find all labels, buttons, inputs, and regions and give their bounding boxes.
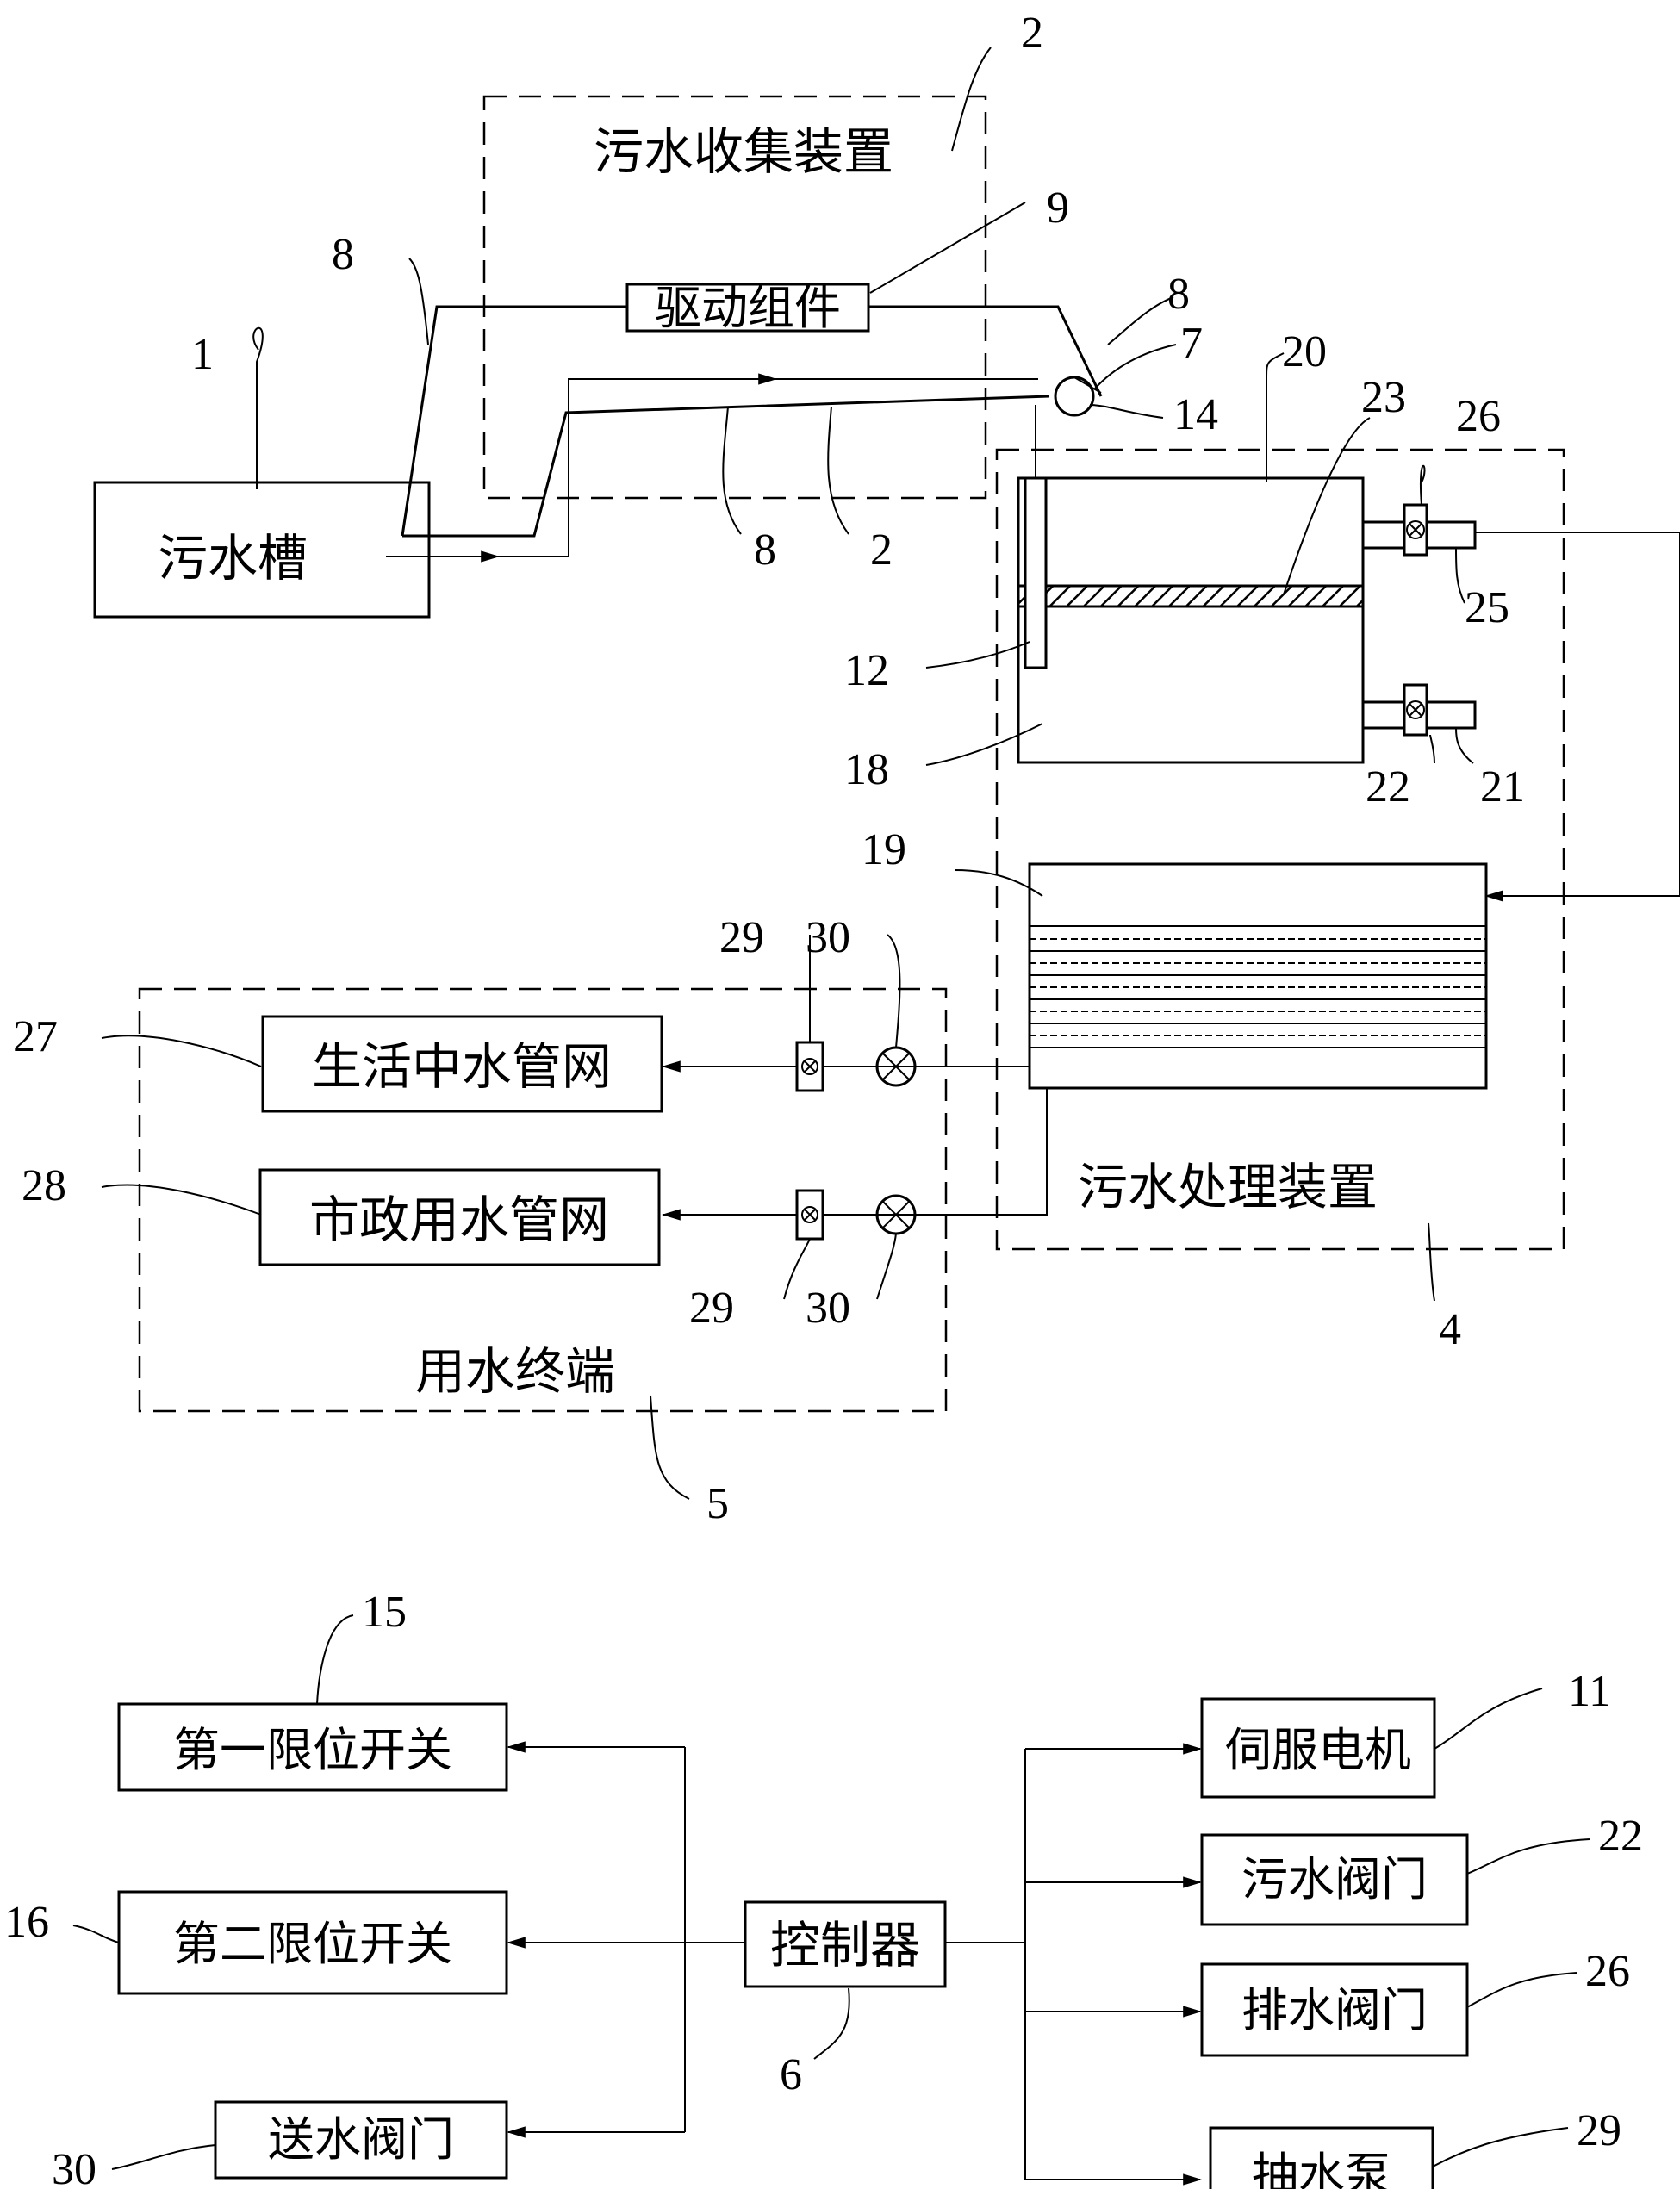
pump-ref: 29	[1577, 2106, 1621, 2155]
collection-device-label: 污水收集装置	[594, 122, 893, 181]
supply-valve-label: 送水阀门	[268, 2112, 454, 2167]
ref-18: 18	[844, 745, 889, 794]
municipal-network-label: 市政用水管网	[309, 1191, 609, 1249]
servo-motor-ref: 11	[1568, 1667, 1611, 1716]
ref-29-top: 29	[719, 913, 764, 962]
pulley-wheel	[1054, 376, 1095, 417]
ref-1: 1	[191, 330, 214, 379]
ref-23: 23	[1361, 373, 1406, 422]
ref-8-right: 8	[1167, 270, 1190, 319]
ref-2-bottom: 2	[870, 525, 893, 575]
ref-9: 9	[1047, 183, 1069, 233]
ref-21: 21	[1480, 762, 1525, 812]
domestic-network-block	[261, 1015, 663, 1113]
pulley-link	[1073, 376, 1102, 394]
ref-27: 27	[13, 1012, 58, 1061]
belt-upper-left	[401, 305, 627, 537]
municipal-supply-line	[661, 1088, 1048, 1221]
filter-media-lines	[1030, 925, 1486, 1048]
controller-ref: 6	[780, 2050, 802, 2099]
sewage-valve-label: 污水阀门	[1241, 1852, 1428, 1906]
second-limit-switch-ref: 16	[4, 1898, 49, 1947]
second-limit-switch-label: 第二限位开关	[173, 1917, 452, 1971]
municipal-network-block	[258, 1168, 661, 1266]
drain-valve-ref: 26	[1585, 1947, 1630, 1996]
return-line	[1475, 532, 1680, 897]
sewage-tank-label: 污水槽	[158, 529, 308, 588]
pump-block	[1209, 2126, 1434, 2189]
treatment-device-label: 污水处理装置	[1078, 1158, 1378, 1216]
first-limit-switch-label: 第一限位开关	[173, 1723, 452, 1777]
collection-flow-line	[498, 378, 715, 557]
water-terminal-group	[138, 987, 948, 1413]
domestic-network-label: 生活中水管网	[312, 1037, 612, 1096]
drain-valve-26-symbol	[1406, 520, 1425, 539]
ref-7: 7	[1180, 319, 1203, 368]
first-limit-switch-ref: 15	[362, 1588, 407, 1637]
inlet-pipe-12	[1024, 476, 1048, 669]
ref-19: 19	[862, 825, 906, 874]
ref-8-bottom: 8	[754, 525, 776, 575]
sewage-valve-ref: 22	[1598, 1812, 1643, 1861]
treatment-tank	[1017, 476, 1365, 764]
ref-26: 26	[1456, 392, 1501, 441]
ref-12: 12	[844, 646, 889, 695]
drive-assembly-label: 驱动组件	[655, 281, 841, 335]
ref-30-bottom: 30	[806, 1284, 850, 1333]
controller-label: 控制器	[770, 1916, 920, 1974]
supply-valve-ref: 30	[52, 2145, 96, 2189]
ref-2-top: 2	[1021, 9, 1043, 58]
servo-motor-label: 伺服电机	[1225, 1723, 1411, 1777]
sewage-valve-block	[1200, 1833, 1469, 1926]
ref-29-bottom: 29	[689, 1284, 734, 1333]
belt-lower	[402, 395, 1050, 538]
sewage-valve-22-symbol	[1406, 700, 1425, 719]
ref-8-left: 8	[332, 230, 354, 279]
sewage-tank-block	[93, 481, 431, 619]
controller-block	[744, 1900, 947, 1988]
supply-valve-block	[214, 2100, 508, 2180]
drain-valve-label: 排水阀门	[1241, 1983, 1428, 2037]
ref-30-top: 30	[806, 913, 850, 962]
treatment-device-group	[995, 448, 1565, 1251]
ref-4: 4	[1439, 1305, 1461, 1354]
pump-label: 抽水泵	[1252, 2148, 1391, 2189]
water-terminal-label: 用水终端	[415, 1342, 615, 1401]
drive-assembly-block	[625, 283, 870, 333]
servo-motor-block	[1200, 1697, 1436, 1799]
ref-14: 14	[1173, 390, 1218, 439]
first-limit-switch-block	[117, 1702, 508, 1792]
collection-device-group	[482, 95, 987, 500]
ref-28: 28	[22, 1161, 66, 1210]
ref-22: 22	[1366, 762, 1410, 812]
top-leader-lines	[101, 47, 1474, 1500]
filter-layer-23	[1017, 584, 1365, 608]
drain-valve-block	[1200, 1962, 1469, 2057]
ref-25: 25	[1465, 583, 1509, 632]
belt-upper-right	[868, 305, 1103, 397]
ref-20: 20	[1282, 327, 1327, 376]
ref-5: 5	[706, 1479, 729, 1528]
